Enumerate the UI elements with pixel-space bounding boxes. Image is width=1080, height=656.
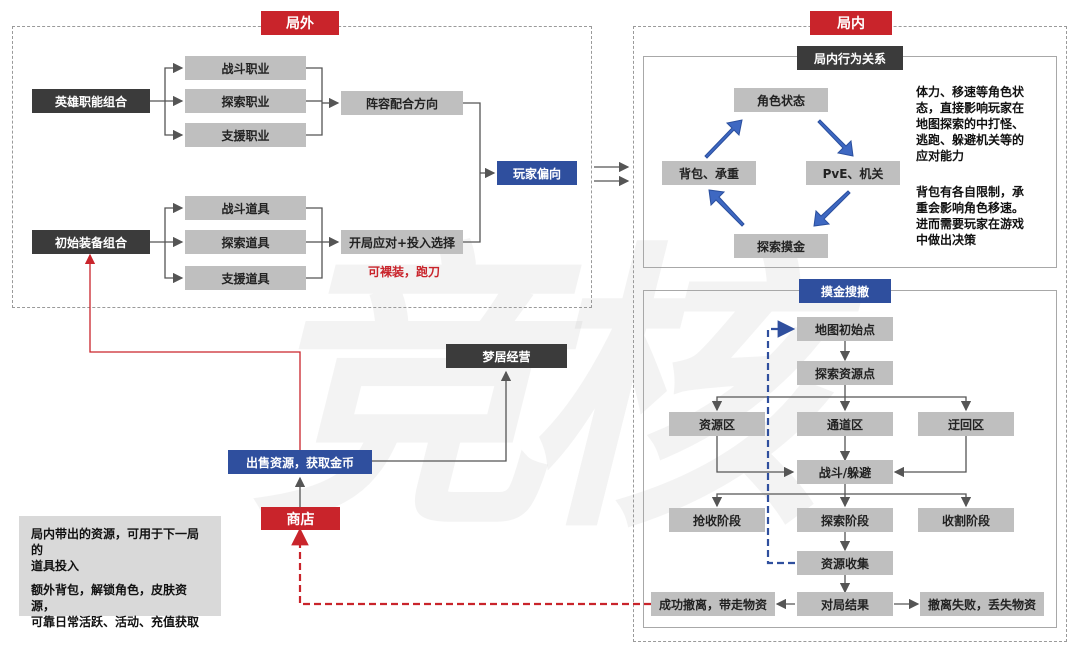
desc-line: 中做出决策 [916, 233, 977, 247]
gear-explore-box: 探索道具 [185, 230, 306, 254]
gear-support-box: 支援道具 [185, 266, 306, 290]
role-support-box: 支援职业 [185, 123, 306, 147]
economy-note-line: 局内带出的资源，可用于下一局的 [31, 527, 200, 557]
desc-line: 体力、移速等角色状 [916, 85, 1025, 99]
cycle-bag-weight: 背包、承重 [662, 161, 756, 185]
phase-harvest-box: 收割阶段 [918, 508, 1014, 532]
phase-explore-box: 探索阶段 [797, 508, 893, 532]
desc-line: 背包有各自限制，承 [916, 185, 1025, 199]
lineup-box: 阵容配合方向 [341, 91, 463, 115]
zone-channel-box: 通道区 [797, 412, 893, 436]
section-inside-title: 局内 [810, 11, 892, 35]
zone-detour-box: 迂回区 [918, 412, 1014, 436]
opening-box: 开局应对+投入选择 [341, 230, 463, 254]
relations-desc-2: 背包有各自限制，承 重会影响角色移速。 进而需要玩家在游戏 中做出决策 [916, 184, 1024, 248]
desc-line: 进而需要玩家在游戏 [916, 217, 1025, 231]
economy-note-line [31, 574, 209, 582]
desc-line: 地图探索的中打怪、 [916, 117, 1025, 131]
result-box: 对局结果 [797, 592, 893, 616]
opening-note: 可裸装，跑刀 [368, 265, 441, 279]
role-combat-box: 战斗职业 [185, 56, 306, 80]
preference-box: 玩家偏向 [497, 161, 577, 185]
relations-desc-1: 体力、移速等角色状 态，直接影响玩家在 地图探索的中打怪、 逃跑、躲避机关等的 … [916, 84, 1024, 164]
relations-title: 局内行为关系 [797, 46, 903, 70]
sell-resources-box: 出售资源，获取金币 [228, 450, 372, 474]
desc-line: 应对能力 [916, 149, 965, 163]
dream-home-box: 梦居经营 [446, 344, 567, 368]
hero-combo-box: 英雄职能组合 [32, 89, 150, 113]
cycle-pve: PvE、机关 [806, 161, 900, 185]
gear-combo-box: 初始装备组合 [32, 230, 150, 254]
economy-note-line: 可靠日常活跃、活动、充值获取 [31, 615, 200, 629]
economy-note: 局内带出的资源，可用于下一局的 道具投入 额外背包，解锁角色，皮肤资源， 可靠日… [19, 516, 221, 629]
economy-note-line: 额外背包，解锁角色，皮肤资源， [31, 583, 188, 613]
desc-line: 态，直接影响玩家在 [916, 101, 1025, 115]
cycle-explore-loot: 探索摸金 [734, 234, 828, 258]
gear-combat-box: 战斗道具 [185, 196, 306, 220]
section-outside-title: 局外 [261, 11, 339, 35]
cycle-role-state: 角色状态 [734, 88, 828, 112]
role-explore-box: 探索职业 [185, 89, 306, 113]
shop-box: 商店 [261, 507, 340, 530]
combat-avoid-box: 战斗/躲避 [797, 460, 893, 484]
explore-points-box: 探索资源点 [797, 361, 893, 385]
success-box: 成功撤离，带走物资 [651, 592, 775, 616]
collect-box: 资源收集 [797, 551, 893, 575]
desc-line: 重会影响角色移速。 [916, 201, 1025, 215]
phase-grab-box: 抢收阶段 [669, 508, 765, 532]
zone-resource-box: 资源区 [669, 412, 765, 436]
economy-note-line: 道具投入 [31, 559, 80, 573]
spawn-box: 地图初始点 [797, 317, 893, 341]
desc-line: 逃跑、躲避机关等的 [916, 133, 1025, 147]
fail-box: 撤离失败，丢失物资 [920, 592, 1044, 616]
extract-title: 摸金搜撤 [799, 279, 891, 303]
